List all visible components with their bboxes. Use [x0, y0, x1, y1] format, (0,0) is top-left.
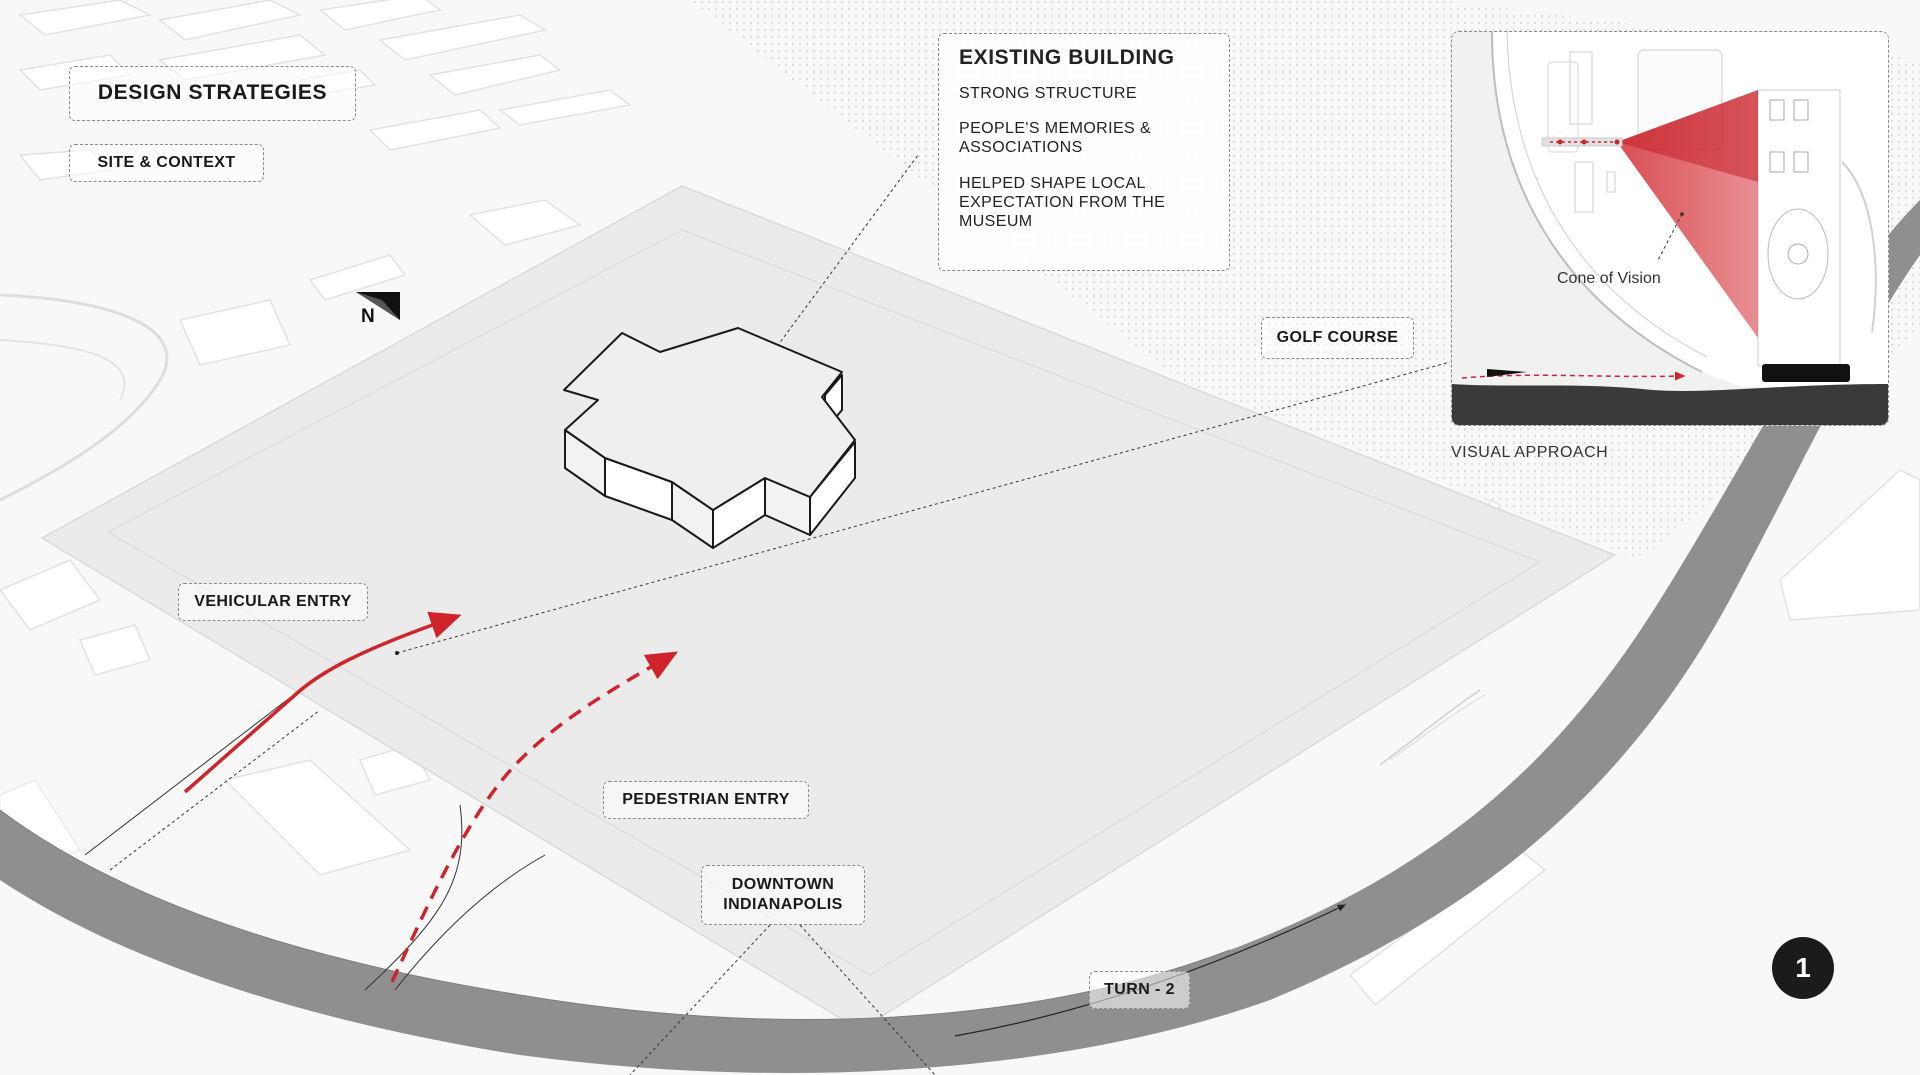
callout-title: EXISTING BUILDING — [959, 46, 1175, 69]
race-track — [0, 200, 1920, 1073]
pedestrian-entry-label: PEDESTRIAN ENTRY — [603, 781, 809, 819]
golf-course-label: GOLF COURSE — [1261, 317, 1414, 359]
downtown-line-1: DOWNTOWN — [731, 876, 835, 893]
vehicular-entry-label: VEHICULAR ENTRY — [178, 583, 368, 621]
cone-of-vision-label: Cone of Vision — [1557, 270, 1661, 287]
visual-approach-inset — [1451, 31, 1889, 426]
callout-item: PEOPLE'S MEMORIES & ASSOCIATIONS — [959, 120, 1152, 157]
north-label: N — [361, 306, 375, 327]
site-context-subtitle: SITE & CONTEXT — [69, 144, 264, 182]
existing-building — [563, 327, 856, 549]
turn-2-label: TURN - 2 — [1089, 971, 1190, 1009]
visual-approach-caption: VISUAL APPROACH — [1451, 444, 1609, 461]
downtown-line-2: INDIANAPOLIS — [723, 896, 843, 913]
site-inner-border — [106, 229, 1542, 976]
inset-road — [1452, 384, 1888, 425]
callout-item: HELPED SHAPE LOCAL EXPECTATION FROM THE … — [959, 174, 1166, 230]
path-curve — [0, 293, 169, 502]
vehicular-entry-arrow — [183, 611, 462, 794]
inset-drawing — [1452, 32, 1888, 425]
surrounding-buildings — [0, 0, 1920, 1007]
page-number-badge: 1 — [1772, 937, 1834, 999]
existing-building-callout: EXISTING BUILDING STRONG STRUCTURE PEOPL… — [938, 33, 1230, 271]
downtown-indianapolis-label: DOWNTOWN INDIANAPOLIS — [701, 865, 865, 925]
pedestrian-entry-arrow — [390, 651, 679, 983]
callout-item: STRONG STRUCTURE — [959, 85, 1137, 102]
design-strategies-title: DESIGN STRATEGIES — [69, 66, 356, 121]
site-plane — [40, 185, 1617, 1031]
path-curve — [0, 339, 126, 401]
